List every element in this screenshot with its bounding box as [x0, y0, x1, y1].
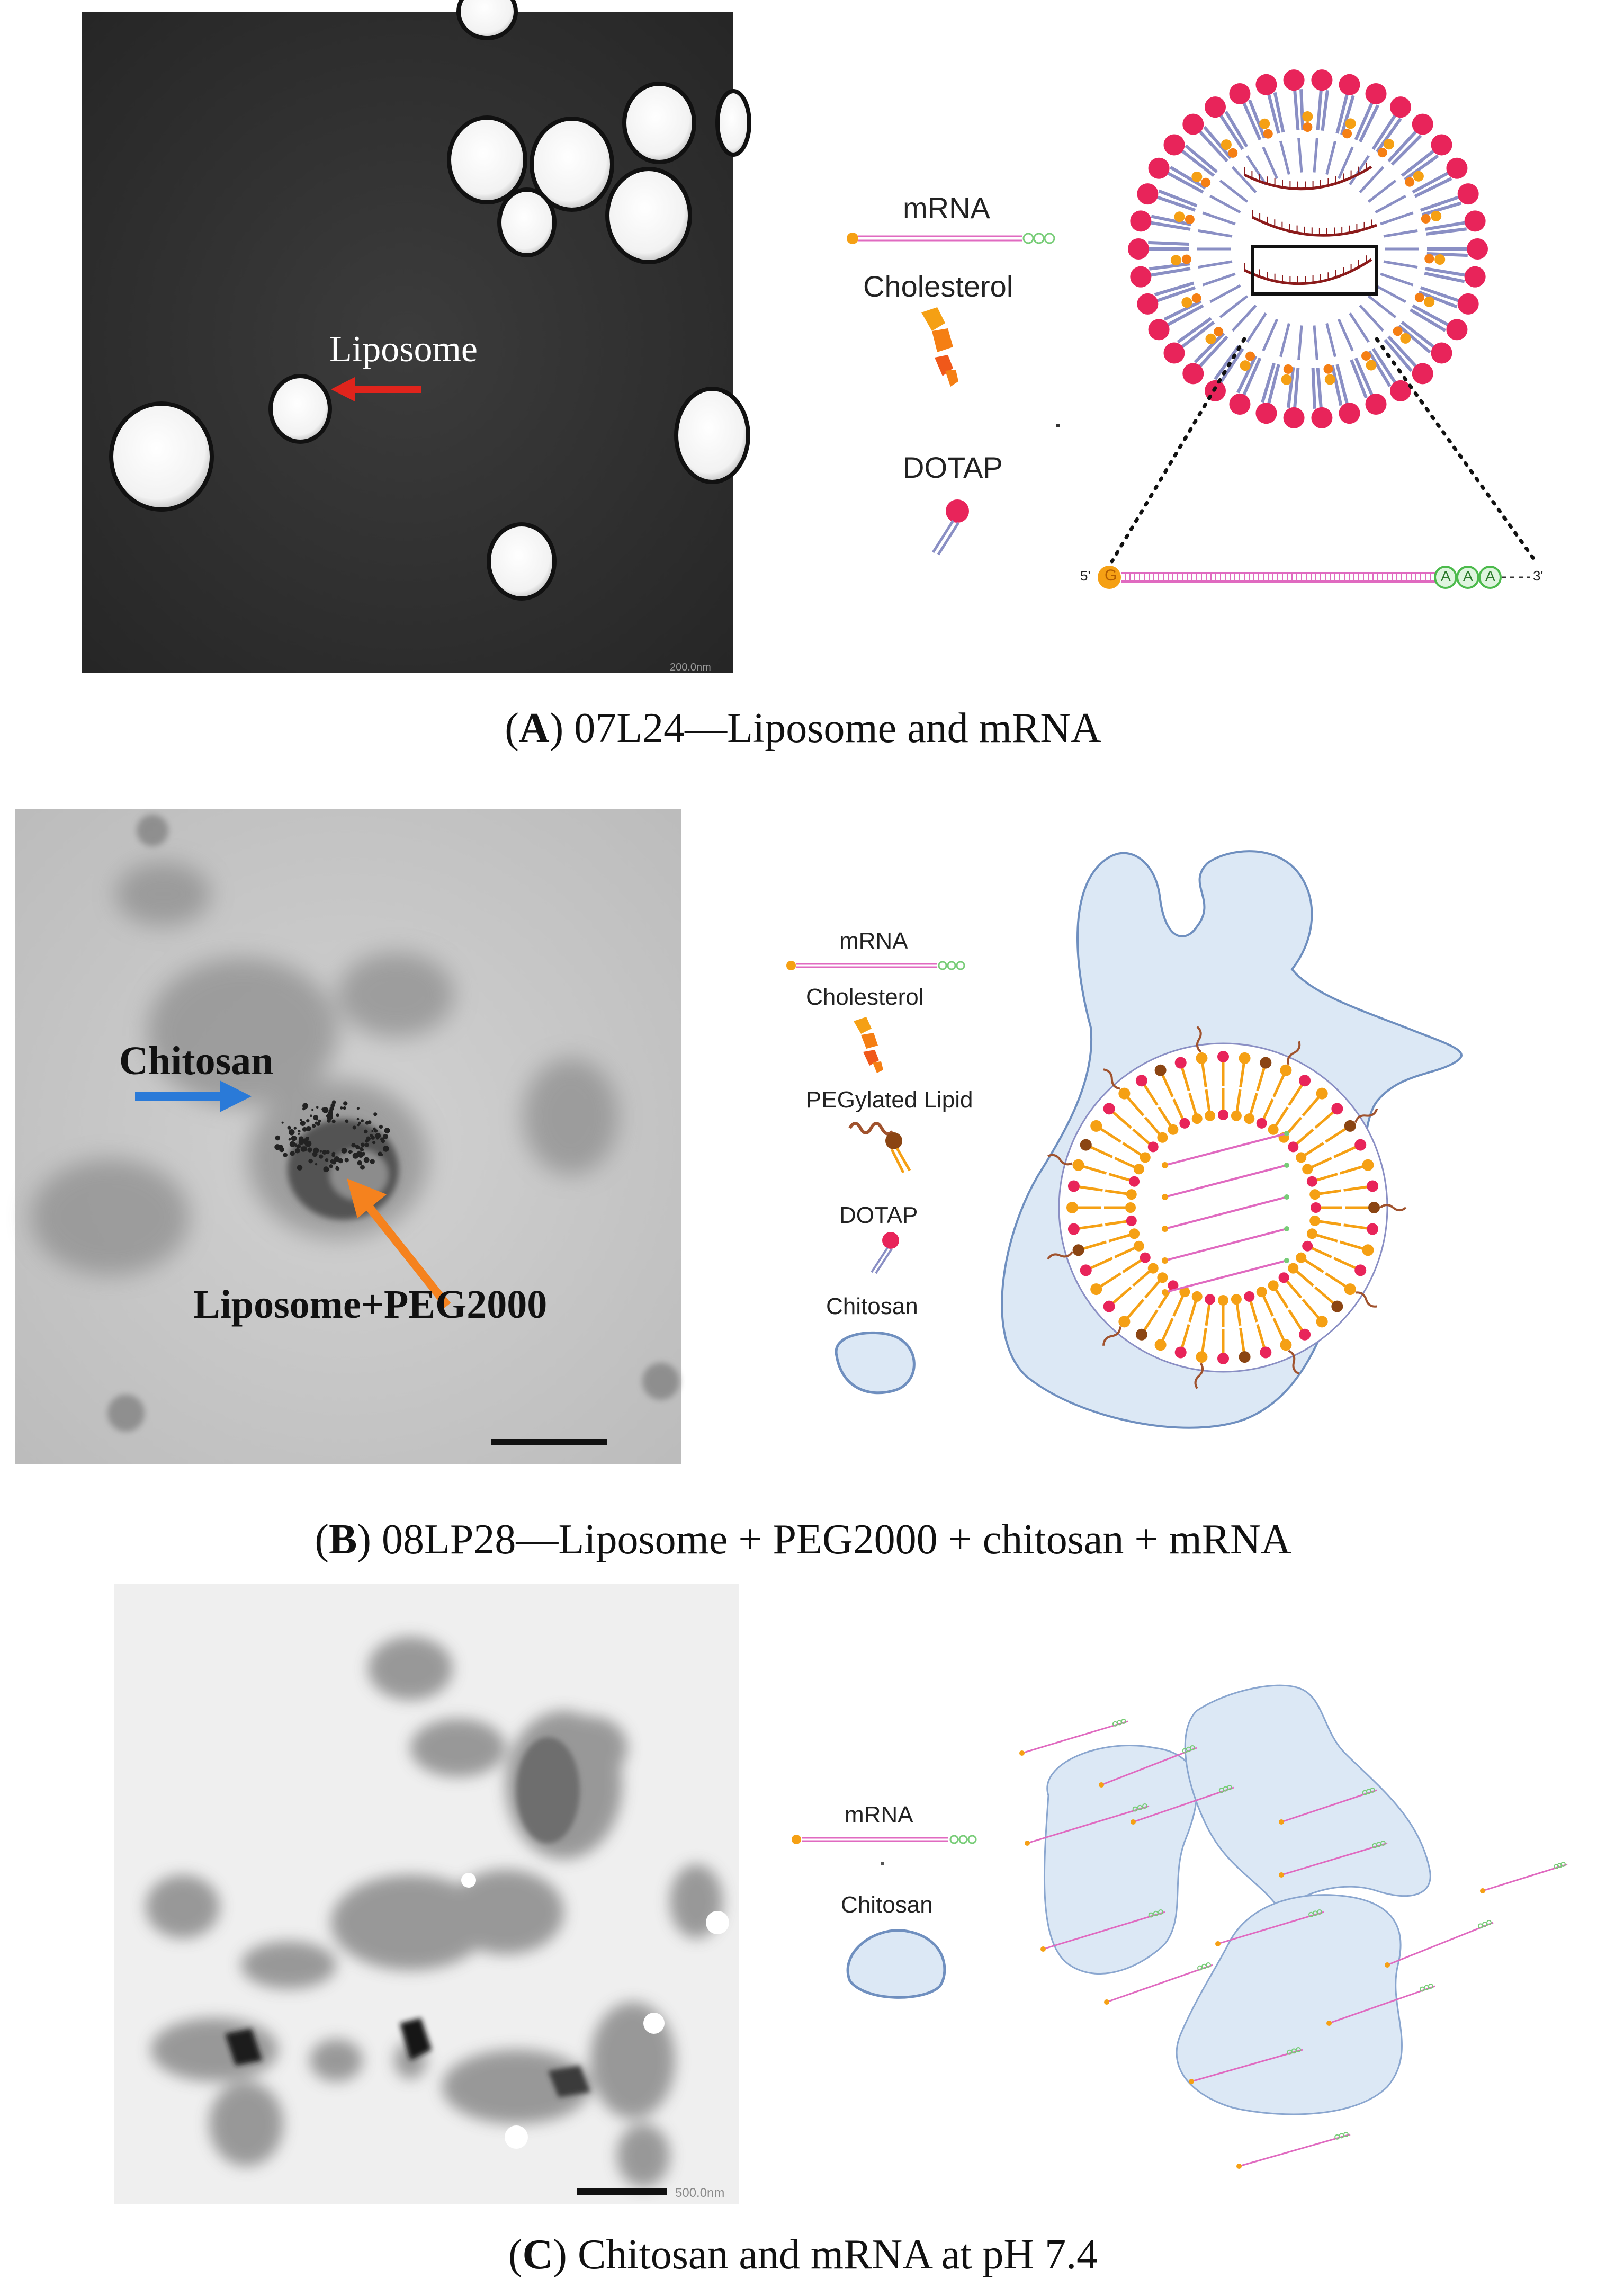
small-dot [1056, 424, 1060, 427]
tem-label-liposome: Liposome [329, 329, 478, 370]
caption-c-letter: C [522, 2231, 553, 2278]
legend-label-dotap-a: DOTAP [903, 451, 1003, 484]
legend-label-cholesterol-b: Cholesterol [806, 984, 924, 1010]
caption-c: (C) Chitosan and mRNA at pH 7.4 [508, 2231, 1098, 2278]
liposome-diagram-a [1128, 69, 1488, 428]
dotap-icon-b [871, 1232, 899, 1274]
tem-image-a: 200.0nm [82, 0, 751, 673]
chitosan-icon-c [846, 1929, 946, 1999]
seq-poly-a-3: A [1485, 568, 1495, 584]
orange-arrow [347, 1178, 451, 1308]
seq-3prime: 3' [1533, 568, 1544, 584]
small-mark-c [881, 1862, 884, 1865]
legend-mrna-a [847, 233, 1055, 244]
chitosan-liposome-complex [1001, 850, 1463, 1429]
scale-bar-label-c: 500.0nm [675, 2186, 724, 2200]
legend-label-cholesterol-a: Cholesterol [863, 270, 1013, 303]
tem-image-b [15, 809, 681, 1464]
caption-b-text: 08LP28—Liposome + PEG2000 + chitosan + m… [382, 1516, 1291, 1563]
legend-label-dotap-b: DOTAP [839, 1202, 918, 1228]
red-arrow [331, 377, 421, 401]
seq-5prime: 5' [1080, 568, 1091, 584]
chitosan-mrna-aggregate [1019, 1684, 1568, 2169]
dotap-icon [931, 499, 969, 556]
legend-label-chitosan-c: Chitosan [841, 1892, 933, 1918]
legend-mrna-c [792, 1835, 977, 1844]
legend-label-mrna-b: mRNA [839, 928, 908, 954]
blue-arrow [135, 1080, 252, 1112]
legend-label-mrna-c: mRNA [845, 1802, 913, 1828]
legend-label-chitosan-b: Chitosan [826, 1293, 918, 1319]
caption-b-letter: B [329, 1516, 357, 1563]
mrna-sequence [1098, 566, 1530, 589]
legend-label-peg-b: PEGylated Lipid [806, 1087, 973, 1113]
caption-a-letter: A [518, 705, 550, 752]
caption-a-text: 07L24—Liposome and mRNA [574, 705, 1101, 752]
cholesterol-icon [921, 307, 958, 387]
legend-label-mrna-a: mRNA [903, 191, 990, 225]
seq-poly-a-2: A [1463, 568, 1473, 584]
tem-image-c: 500.0nm [114, 1584, 739, 2204]
tem-label-liposome-peg: Liposome+PEG2000 [193, 1282, 548, 1327]
caption-b: (B) 08LP28—Liposome + PEG2000 + chitosan… [315, 1516, 1291, 1563]
zoom-lines [1110, 337, 1538, 564]
svg-text:200.0nm: 200.0nm [670, 662, 711, 673]
caption-a: (A) 07L24—Liposome and mRNA [505, 705, 1101, 752]
caption-c-text: Chitosan and mRNA at pH 7.4 [577, 2231, 1098, 2278]
tem-label-chitosan: Chitosan [119, 1039, 274, 1083]
cholesterol-icon-b [854, 1017, 883, 1073]
seq-poly-a-1: A [1441, 568, 1451, 584]
legend-mrna-b [786, 961, 965, 970]
peg-lipid-icon [848, 1122, 911, 1174]
seq-cap: G [1105, 567, 1117, 584]
chitosan-icon-b [835, 1331, 916, 1395]
